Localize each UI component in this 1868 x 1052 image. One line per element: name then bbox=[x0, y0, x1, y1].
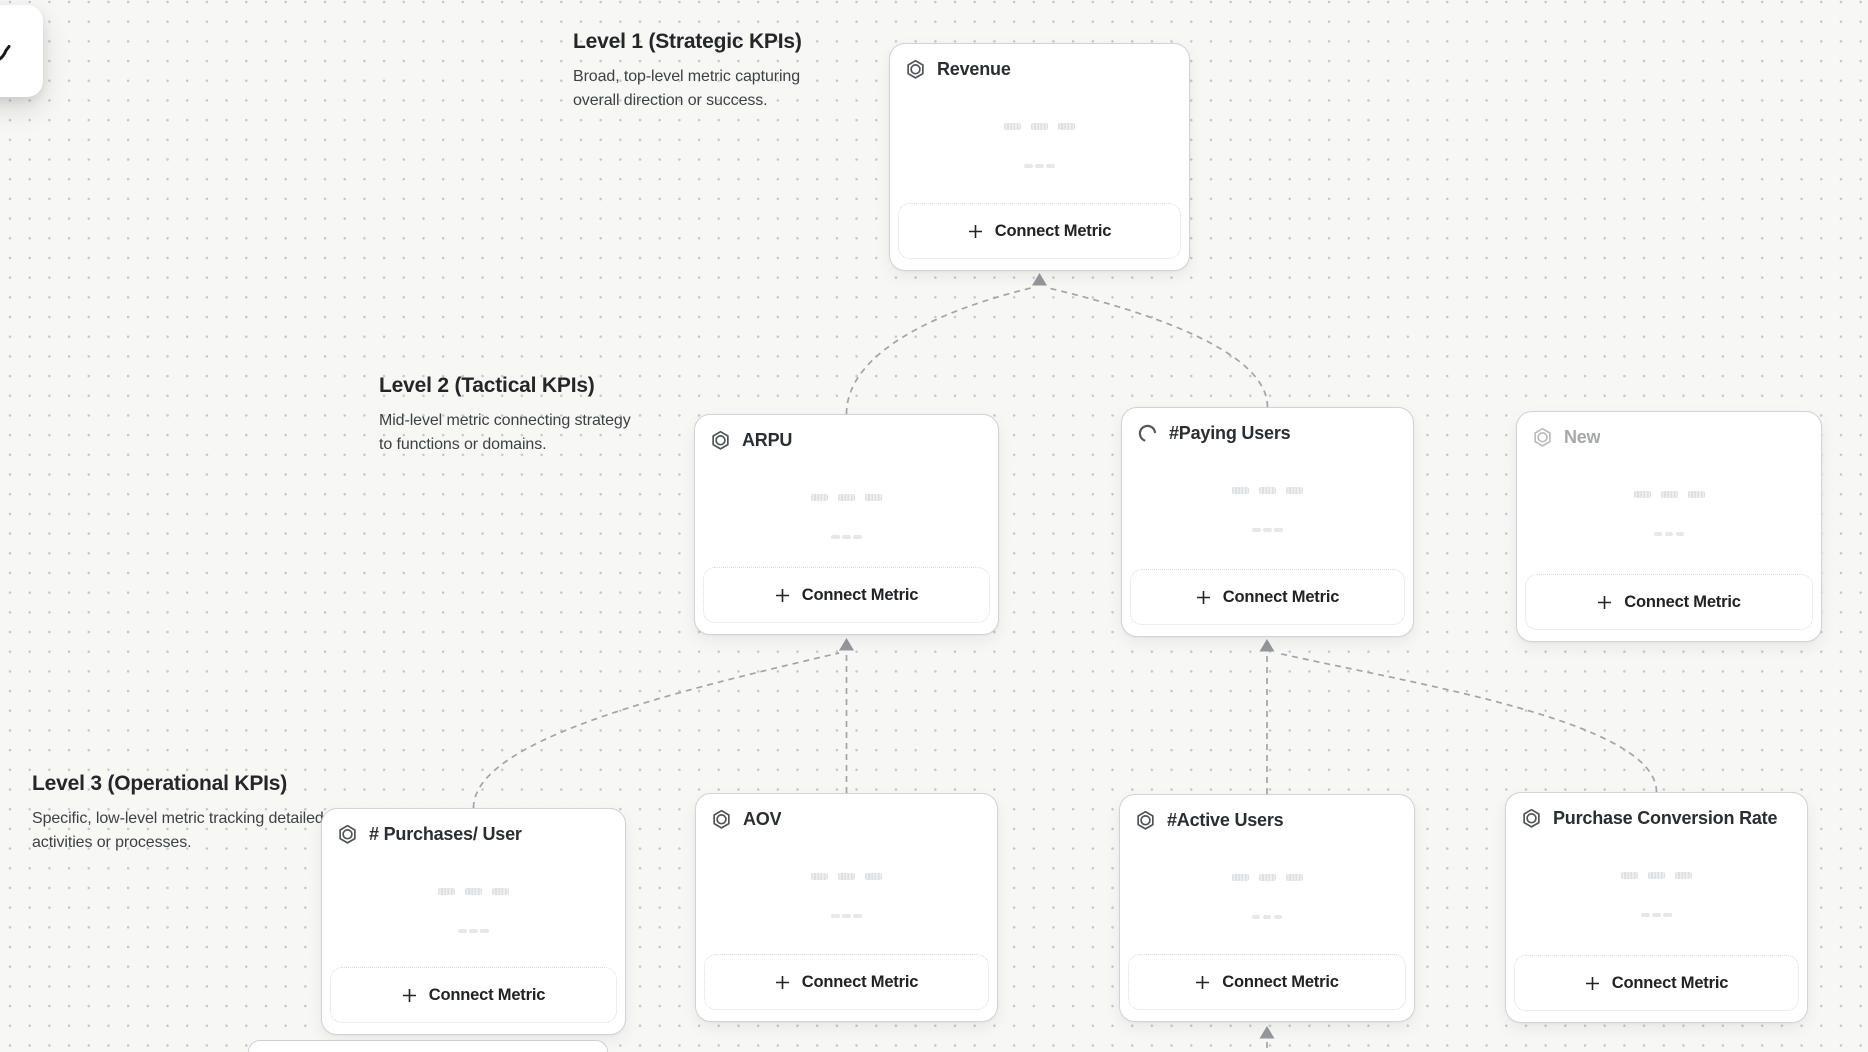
metric-card-title: ARPU bbox=[742, 430, 793, 450]
arrowhead-revenue bbox=[1032, 273, 1047, 286]
plus-icon bbox=[1598, 595, 1612, 609]
connect-metric-button[interactable]: Connect Metric bbox=[704, 954, 989, 1010]
edge-payingusers-revenue bbox=[1047, 287, 1269, 408]
plus-icon bbox=[775, 975, 789, 989]
level-1-description: Broad, top-level metric capturing overal… bbox=[573, 68, 801, 109]
arrowhead-arpu bbox=[839, 638, 854, 651]
level-2-description: Mid-level metric connecting strategy to … bbox=[379, 412, 631, 453]
metric-card-revenue[interactable]: Revenue Connect Metric bbox=[889, 43, 1190, 271]
metric-card-title: #Active Users bbox=[1167, 810, 1284, 830]
metric-hexagon-icon bbox=[1521, 808, 1542, 829]
arrowhead-payingusers bbox=[1259, 639, 1275, 652]
metric-card-paying-users[interactable]: #Paying Users Connect Metric bbox=[1121, 407, 1414, 637]
metric-card-title: Purchase Conversion Rate bbox=[1553, 808, 1778, 828]
plus-icon bbox=[1196, 590, 1210, 604]
loading-spinner-icon bbox=[1137, 423, 1158, 444]
skeleton-dash-row bbox=[1517, 532, 1821, 536]
plus-icon bbox=[402, 988, 416, 1002]
level-2-annotation: Level 2 (Tactical KPIs) Mid-level metric… bbox=[379, 374, 635, 457]
metric-card-active-users[interactable]: #Active Users Connect Metric bbox=[1119, 794, 1415, 1022]
level-3-title: Level 3 (Operational KPIs) bbox=[32, 772, 288, 795]
level-3-annotation: Level 3 (Operational KPIs) Specific, low… bbox=[32, 772, 324, 855]
metric-card-purchases-per-user[interactable]: # Purchases/ User Connect Metric bbox=[321, 808, 626, 1035]
metric-card-arpu[interactable]: ARPU Connect Metric bbox=[694, 414, 999, 635]
connect-metric-button[interactable]: Connect Metric bbox=[1525, 574, 1813, 630]
skeleton-dash-row bbox=[696, 914, 997, 918]
plus-icon bbox=[775, 588, 789, 602]
connect-metric-button[interactable]: Connect Metric bbox=[703, 567, 990, 623]
metric-hexagon-icon bbox=[710, 430, 731, 451]
skeleton-bar-row bbox=[1120, 874, 1414, 881]
edge-arpu-revenue bbox=[845, 287, 1032, 415]
plus-icon bbox=[1196, 975, 1210, 989]
metric-card-new[interactable]: New Connect Metric bbox=[1516, 411, 1822, 642]
skeleton-bar-row bbox=[696, 873, 997, 880]
level-1-annotation: Level 1 (Strategic KPIs) Broad, top-leve… bbox=[573, 30, 845, 113]
metric-card-purchase-conversion-rate[interactable]: Purchase Conversion Rate Connect Metric bbox=[1505, 792, 1808, 1023]
skeleton-bar-row bbox=[322, 888, 625, 895]
connect-metric-button[interactable]: Connect Metric bbox=[1130, 569, 1405, 625]
skeleton-dash-row bbox=[1506, 913, 1807, 917]
skeleton-dash-row bbox=[890, 164, 1189, 168]
level-3-description: Specific, low-level metric tracking deta… bbox=[32, 810, 324, 851]
metric-hexagon-icon bbox=[905, 59, 926, 80]
connect-metric-button[interactable]: Connect Metric bbox=[898, 203, 1181, 259]
metric-card-title: AOV bbox=[743, 809, 782, 829]
metric-hexagon-icon bbox=[337, 824, 358, 845]
skeleton-bar-row bbox=[1122, 487, 1413, 494]
metric-card-aov[interactable]: AOV Connect Metric bbox=[695, 793, 998, 1022]
level-1-title: Level 1 (Strategic KPIs) bbox=[573, 30, 802, 53]
edge-pcr-paying bbox=[1276, 652, 1658, 793]
connect-metric-button[interactable]: Connect Metric bbox=[1128, 954, 1406, 1010]
metric-card-title: #Paying Users bbox=[1169, 423, 1291, 443]
skeleton-dash-row bbox=[695, 535, 998, 539]
connect-metric-button[interactable]: Connect Metric bbox=[330, 967, 617, 1023]
metric-hexagon-icon bbox=[711, 809, 732, 830]
skeleton-bar-row bbox=[1506, 872, 1807, 879]
toolbar-button[interactable] bbox=[0, 5, 43, 97]
skeleton-bar-row bbox=[695, 494, 998, 501]
metric-hexagon-icon bbox=[1135, 810, 1156, 831]
skeleton-dash-row bbox=[322, 929, 625, 933]
metric-card-title: Revenue bbox=[937, 59, 1011, 79]
metric-hexagon-icon bbox=[1532, 427, 1553, 448]
skeleton-bar-row bbox=[1517, 491, 1821, 498]
partial-metric-card[interactable] bbox=[248, 1040, 608, 1052]
arrowhead-activeusers bbox=[1259, 1026, 1275, 1039]
metric-card-title: # Purchases/ User bbox=[369, 824, 522, 844]
plus-icon bbox=[968, 224, 982, 238]
skeleton-dash-row bbox=[1122, 528, 1413, 532]
connect-metric-button[interactable]: Connect Metric bbox=[1514, 955, 1799, 1011]
skeleton-dash-row bbox=[1120, 915, 1414, 919]
cursor-flick-icon bbox=[0, 45, 11, 61]
level-2-title: Level 2 (Tactical KPIs) bbox=[379, 374, 595, 397]
skeleton-bar-row bbox=[890, 123, 1189, 130]
edge-purchases-arpu bbox=[472, 652, 840, 809]
metric-card-title: New bbox=[1564, 427, 1601, 447]
plus-icon bbox=[1585, 976, 1599, 990]
